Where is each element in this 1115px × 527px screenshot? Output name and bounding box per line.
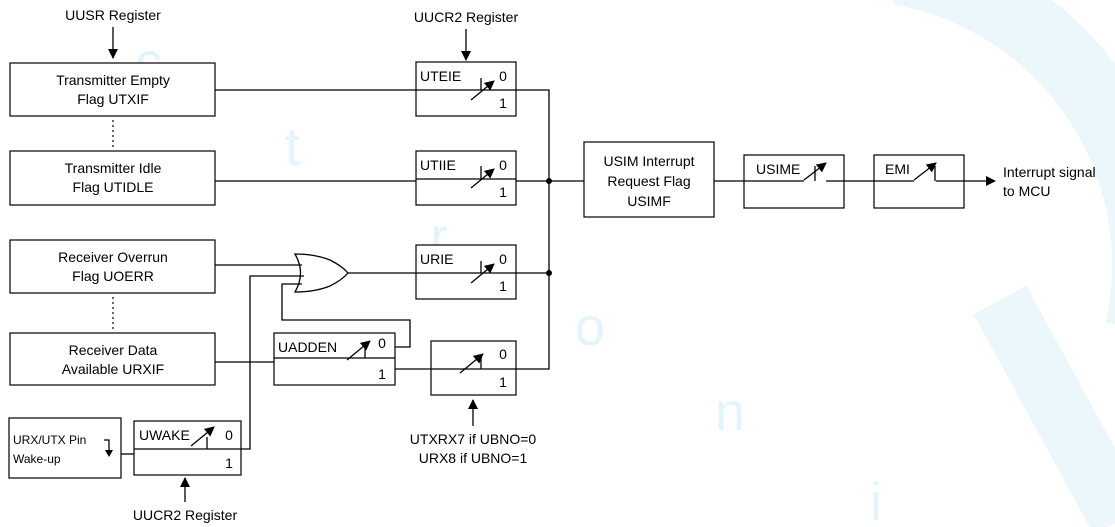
flag-label: Receiver Data (69, 342, 158, 358)
switch-state-1: 1 (499, 95, 507, 111)
watermark: c t r o n i (135, 0, 1115, 527)
wire-uadden-feedback (281, 283, 411, 348)
utiie-switch[interactable]: UTIIE 0 1 (415, 150, 517, 206)
switch-arrow-icon (470, 263, 495, 284)
receiver-overrun-flag: Receiver Overrun Flag UOERR (9, 239, 216, 294)
switch-arrow-icon (190, 426, 215, 447)
uucr2-register-label-top: UUCR2 Register (414, 9, 519, 25)
ubno-select-switch[interactable]: 0 1 (430, 340, 517, 396)
switch-state-0: 0 (499, 251, 507, 267)
flag-label: Flag UTIDLE (73, 179, 154, 195)
wires (121, 89, 996, 455)
watermark-letter: i (870, 472, 882, 527)
switch-state-0: 0 (499, 68, 507, 84)
switch-label: EMI (885, 161, 910, 177)
uteie-switch[interactable]: UTEIE 0 1 (415, 61, 517, 117)
junction-dot (546, 270, 552, 276)
transmitter-empty-flag: Transmitter Empty Flag UTXIF (9, 62, 216, 117)
output-label: Interrupt signal (1003, 164, 1096, 180)
switch-label: UADDEN (278, 339, 337, 355)
falling-edge-arrow-icon (105, 450, 113, 457)
urie-switch[interactable]: URIE 0 1 (415, 244, 517, 300)
flag-label: Transmitter Empty (56, 72, 170, 88)
switch-state-0: 0 (499, 157, 507, 173)
select-label: URX8 if UBNO=1 (419, 450, 528, 466)
switch-label: URIE (420, 251, 453, 267)
usim-flag-label: USIMF (627, 193, 671, 209)
junction-dot (546, 178, 552, 184)
pin-wakeup-box: URX/UTX Pin Wake-up (8, 417, 122, 479)
transmitter-idle-flag: Transmitter Idle Flag UTIDLE (9, 150, 216, 206)
switch-arrow-icon (459, 353, 484, 374)
usim-interrupt-flag-box: USIM Interrupt Request Flag USIMF (583, 141, 715, 218)
switch-state-1: 1 (499, 278, 507, 294)
or-gate (293, 253, 349, 293)
switch-label: UWAKE (139, 427, 190, 443)
switch-state-1: 1 (499, 184, 507, 200)
flag-label: Available URXIF (62, 361, 164, 377)
switch-arrow-icon (470, 168, 495, 189)
select-label: UTXRX7 if UBNO=0 (410, 431, 537, 447)
usim-flag-label: USIM Interrupt (603, 153, 694, 169)
pin-wakeup-label: URX/UTX Pin (13, 433, 86, 447)
uadden-switch[interactable]: UADDEN 0 1 (273, 332, 396, 386)
switch-state-1: 1 (378, 366, 386, 382)
uusr-register-label: UUSR Register (65, 7, 161, 23)
watermark-letter: t (285, 117, 300, 177)
usim-flag-label: Request Flag (607, 173, 690, 189)
switch-state-0: 0 (378, 335, 386, 351)
switch-arrow-icon (803, 162, 827, 181)
switch-label: USIME (756, 161, 800, 177)
switch-arrow-icon (913, 162, 937, 181)
uucr2-register-label-bottom: UUCR2 Register (133, 507, 238, 523)
watermark-letter: o (575, 297, 605, 357)
pin-wakeup-label: Wake-up (13, 452, 61, 466)
uwake-switch[interactable]: UWAKE 0 1 (133, 420, 242, 476)
switch-arrow-icon (346, 340, 371, 361)
switch-state-0: 0 (225, 427, 233, 443)
switch-label: UTIIE (420, 157, 456, 173)
wire-uwake-out (241, 275, 304, 450)
flag-label: Flag UTXIF (77, 91, 149, 107)
switch-state-1: 1 (225, 455, 233, 471)
receiver-data-flag: Receiver Data Available URXIF (9, 332, 216, 386)
output-label: to MCU (1003, 183, 1050, 199)
flag-label: Receiver Overrun (58, 249, 168, 265)
flag-label: Flag UOERR (72, 268, 154, 284)
switch-arrow-icon (470, 80, 495, 101)
wire-or-bus (516, 89, 550, 370)
flag-label: Transmitter Idle (65, 160, 162, 176)
switch-label: UTEIE (420, 68, 461, 84)
switch-state-1: 1 (499, 374, 507, 390)
watermark-letter: n (715, 382, 745, 442)
switch-state-0: 0 (499, 346, 507, 362)
